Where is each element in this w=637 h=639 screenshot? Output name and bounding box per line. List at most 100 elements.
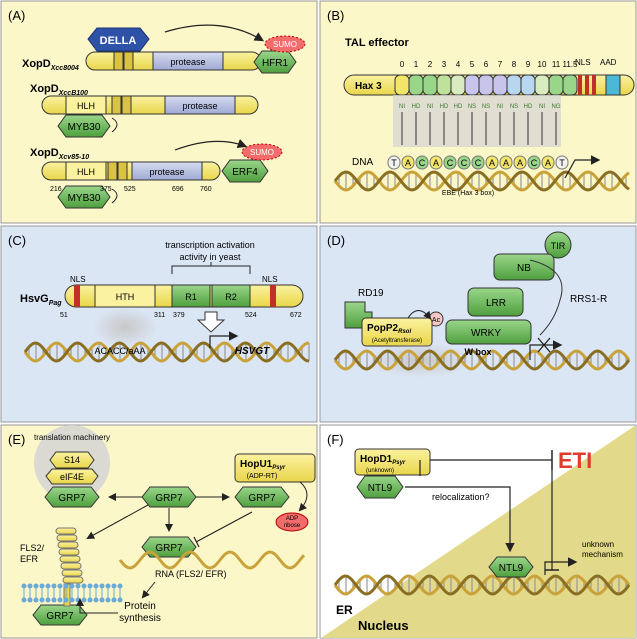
lrr-segment [60, 562, 82, 570]
wrky-domain [445, 319, 532, 345]
tal-repeat [548, 74, 564, 96]
lipid-head [117, 597, 123, 603]
repeat-number: 11.5 [563, 60, 579, 69]
r1-label: R1 [185, 292, 197, 302]
lipid-head [21, 583, 27, 589]
acetyl-arrow [407, 310, 432, 320]
xopd2-ear2 [121, 95, 132, 115]
tal-title: TAL effector [345, 37, 409, 49]
repeat-number: 6 [484, 60, 489, 69]
lipid-head [75, 583, 81, 589]
nb-domain [493, 253, 555, 281]
dna-base [387, 155, 401, 170]
dna-base [527, 155, 541, 170]
lrr-segment [61, 569, 83, 577]
repeat-number: 0 [400, 60, 405, 69]
pos-760: 760 [200, 186, 212, 193]
dna-strand [333, 349, 631, 371]
lipid-head [39, 583, 45, 589]
xopd2-protease [164, 95, 236, 115]
hfr1-label: HFR1 [262, 58, 289, 69]
lipid-head [33, 583, 39, 589]
dna-base [499, 155, 513, 170]
nls-box-2 [270, 285, 276, 307]
dna-helix-b [333, 170, 630, 192]
wrky-label: WRKY [471, 328, 501, 339]
hth-label: HTH [116, 292, 135, 302]
nls-label: NLS [575, 58, 591, 67]
hopd1-protein [354, 448, 431, 476]
rvd-label: NI [399, 104, 405, 110]
rvd-label: HD [440, 104, 449, 110]
xopd3-name: XopDXcv85-10 [30, 147, 89, 161]
sumo-tag-2 [241, 143, 283, 161]
hopd1-desc: (unknown) [366, 468, 394, 474]
popp2-name: PopP2Rsol [367, 323, 411, 335]
ntl9-label-nucleus: NTL9 [499, 563, 524, 574]
lipid-head [99, 597, 105, 603]
xopd1-ear2 [123, 51, 134, 71]
lipid-head [45, 583, 51, 589]
tal-repeat [506, 74, 522, 96]
lipid-head [111, 597, 117, 603]
r2-domain [211, 284, 251, 308]
nls-stripe-3 [592, 75, 596, 95]
myb30-protein-1 [57, 114, 111, 138]
xopd1-protease-label: protease [170, 57, 205, 67]
eif4e-label: eIF4E [60, 472, 84, 482]
arrow-synth-to-mem [76, 598, 118, 614]
lipid-head [57, 583, 63, 589]
dna-base [471, 155, 485, 170]
repeat-number: 8 [512, 60, 517, 69]
repeat-number: 2 [428, 60, 433, 69]
panel-e-label: (E) [8, 432, 25, 447]
panel-f: (F) HopD1Psyr (unknown) NTL9 ETI relocal… [319, 424, 637, 639]
rvd-label: NS [510, 104, 518, 110]
xopd3-protease-label: protease [149, 167, 184, 177]
dna-base-letter: C [419, 158, 426, 168]
membrane [21, 583, 123, 603]
rvd-label: NI [497, 104, 503, 110]
lipid-head [63, 583, 69, 589]
lrr-segment [58, 548, 80, 556]
hopu1-name: HopU1Psyr [240, 459, 286, 471]
grp7-protein [44, 486, 100, 508]
hopu1-desc: (ADP-RT) [247, 473, 278, 480]
dna-base-letter: C [461, 158, 468, 168]
lrr-segment [62, 576, 84, 584]
r1-domain [171, 284, 211, 308]
lrr-label: LRR [486, 298, 506, 309]
lipid-head [87, 597, 93, 603]
activity-line-1: transcription activation [165, 240, 255, 250]
panel-c-bg [0, 225, 318, 423]
lipid-head [87, 583, 93, 589]
fls2-line-1: FLS2/ [20, 543, 45, 553]
dna-helix-f [333, 574, 631, 596]
myb30-label-1: MYB30 [68, 122, 101, 133]
pos-696: 696 [172, 186, 184, 193]
dna-base [457, 155, 471, 170]
tir-label: TIR [551, 241, 566, 251]
block-mark-d [537, 337, 551, 353]
lrr-segment [55, 527, 77, 535]
erf4-arrow [174, 139, 248, 151]
panel-c-label: (C) [8, 233, 26, 248]
rrs1-linker [529, 259, 563, 336]
xopd2-protease-label: protease [182, 101, 217, 111]
adp-arrow [298, 481, 308, 512]
xopd2-hlh [65, 95, 107, 115]
aad-domain [605, 74, 621, 96]
nucleus-label: Nucleus [358, 618, 409, 633]
repeat-number: 1 [414, 60, 419, 69]
fls2-line-2: EFR [20, 554, 39, 564]
xopd2-hlh-label: HLH [77, 101, 95, 111]
dna-strand [23, 341, 310, 363]
lipid-head [81, 597, 87, 603]
pos-525: 525 [124, 186, 136, 193]
inhibit-line-e [193, 511, 253, 548]
machinery-label: translation machinery [34, 433, 110, 442]
lipid-head [117, 583, 123, 589]
dna-base-letter: A [433, 158, 439, 168]
dna-base [443, 155, 457, 170]
